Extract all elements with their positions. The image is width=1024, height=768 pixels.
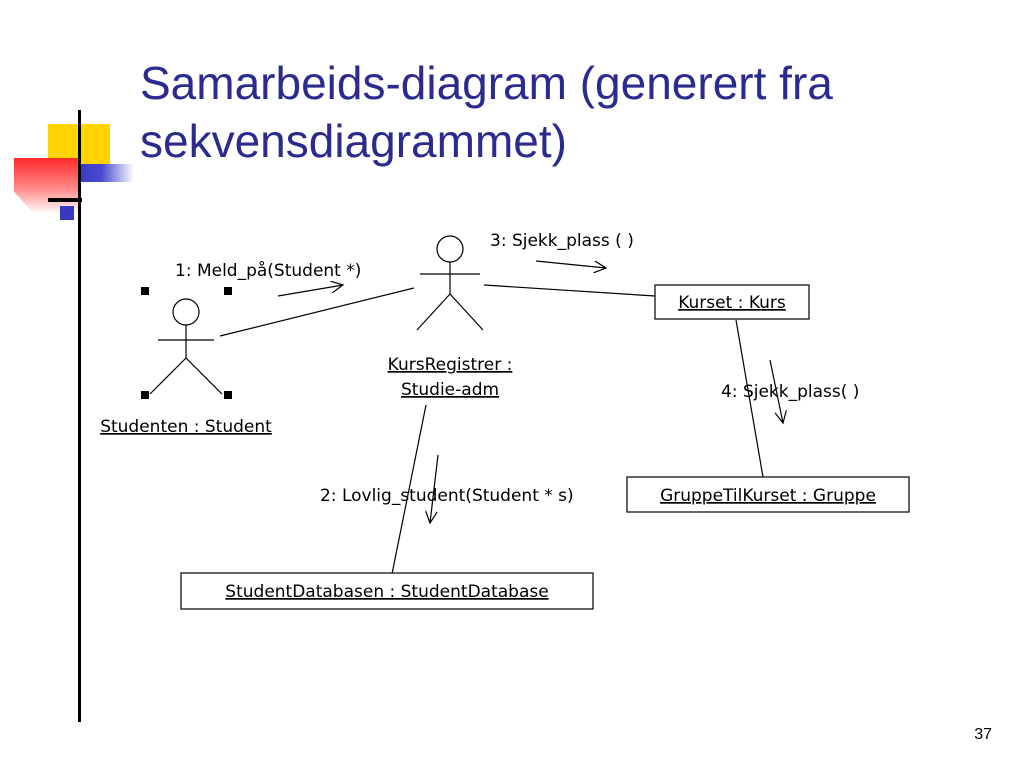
selection-handle (224, 391, 232, 399)
page-number: 37 (974, 726, 992, 743)
message-arrow-3 (535, 260, 606, 268)
object-box-studentdb (180, 572, 594, 610)
slide-title: Samarbeids-diagram (generert fra sekvens… (140, 54, 1010, 170)
link-kursregistrer-kurset (483, 284, 656, 297)
message-arrow-4 (769, 359, 783, 423)
actor-label-kursregistrer-line2: Studie-adm (401, 380, 499, 400)
selection-handle (141, 391, 149, 399)
selection-handle (141, 287, 149, 295)
message-label-3: 3: Sjekk_plass ( ) (490, 231, 634, 251)
link-kurset-gruppe (735, 319, 764, 478)
selection-handle (224, 287, 232, 295)
actor-label-student: Studenten : Student (100, 417, 272, 437)
decor-small-blue-square (60, 206, 74, 220)
message-label-4: 4: Sjekk_plass( ) (721, 382, 859, 402)
message-label-1: 1: Meld_på(Student *) (175, 260, 361, 281)
decor-vertical-rule (78, 110, 81, 722)
actor-kursregistrer (416, 235, 484, 331)
message-arrow-1 (277, 285, 343, 297)
link-kursregistrer-studentdb (391, 404, 427, 575)
object-label-gruppe: GruppeTilKurset : Gruppe (660, 486, 876, 506)
decor-horizontal-tick (48, 198, 82, 202)
object-box-kurset (654, 284, 810, 320)
object-box-gruppe (626, 476, 910, 513)
slide-title-line2: sekvensdiagrammet) (140, 115, 567, 167)
actor-student (141, 287, 232, 399)
object-label-kurset: Kurset : Kurs (678, 293, 786, 313)
slide-title-line1: Samarbeids-diagram (generert fra (140, 57, 833, 109)
actor-label-kursregistrer-line1: KursRegistrer : (388, 355, 513, 375)
message-label-2: 2: Lovlig_student(Student * s) (320, 486, 574, 506)
object-label-studentdb: StudentDatabasen : StudentDatabase (225, 582, 548, 602)
link-student-kursregistrer (219, 287, 415, 337)
message-arrow-2 (430, 454, 439, 523)
